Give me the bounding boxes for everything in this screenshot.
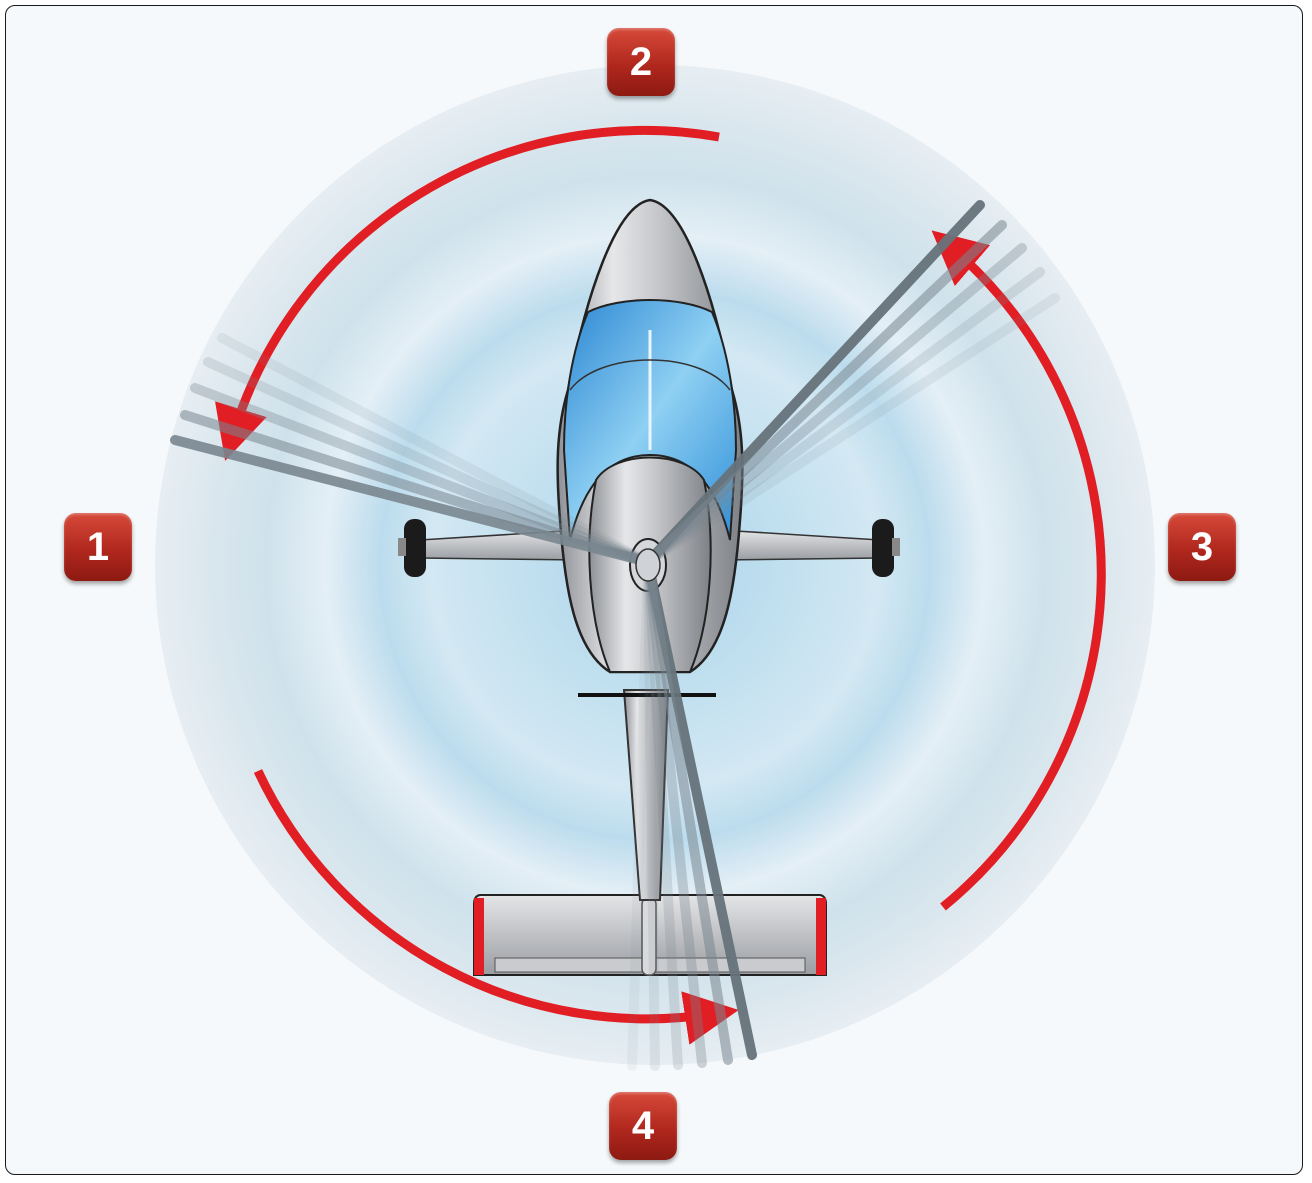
position-label: 1: [87, 525, 109, 570]
position-label: 3: [1191, 525, 1213, 570]
position-label: 2: [630, 40, 652, 85]
position-badge-4: 4: [609, 1092, 677, 1160]
position-badge-2: 2: [607, 28, 675, 96]
position-badge-3: 3: [1168, 513, 1236, 581]
position-label: 4: [632, 1104, 654, 1149]
propeller-hub: [636, 549, 660, 581]
position-badge-1: 1: [64, 513, 132, 581]
